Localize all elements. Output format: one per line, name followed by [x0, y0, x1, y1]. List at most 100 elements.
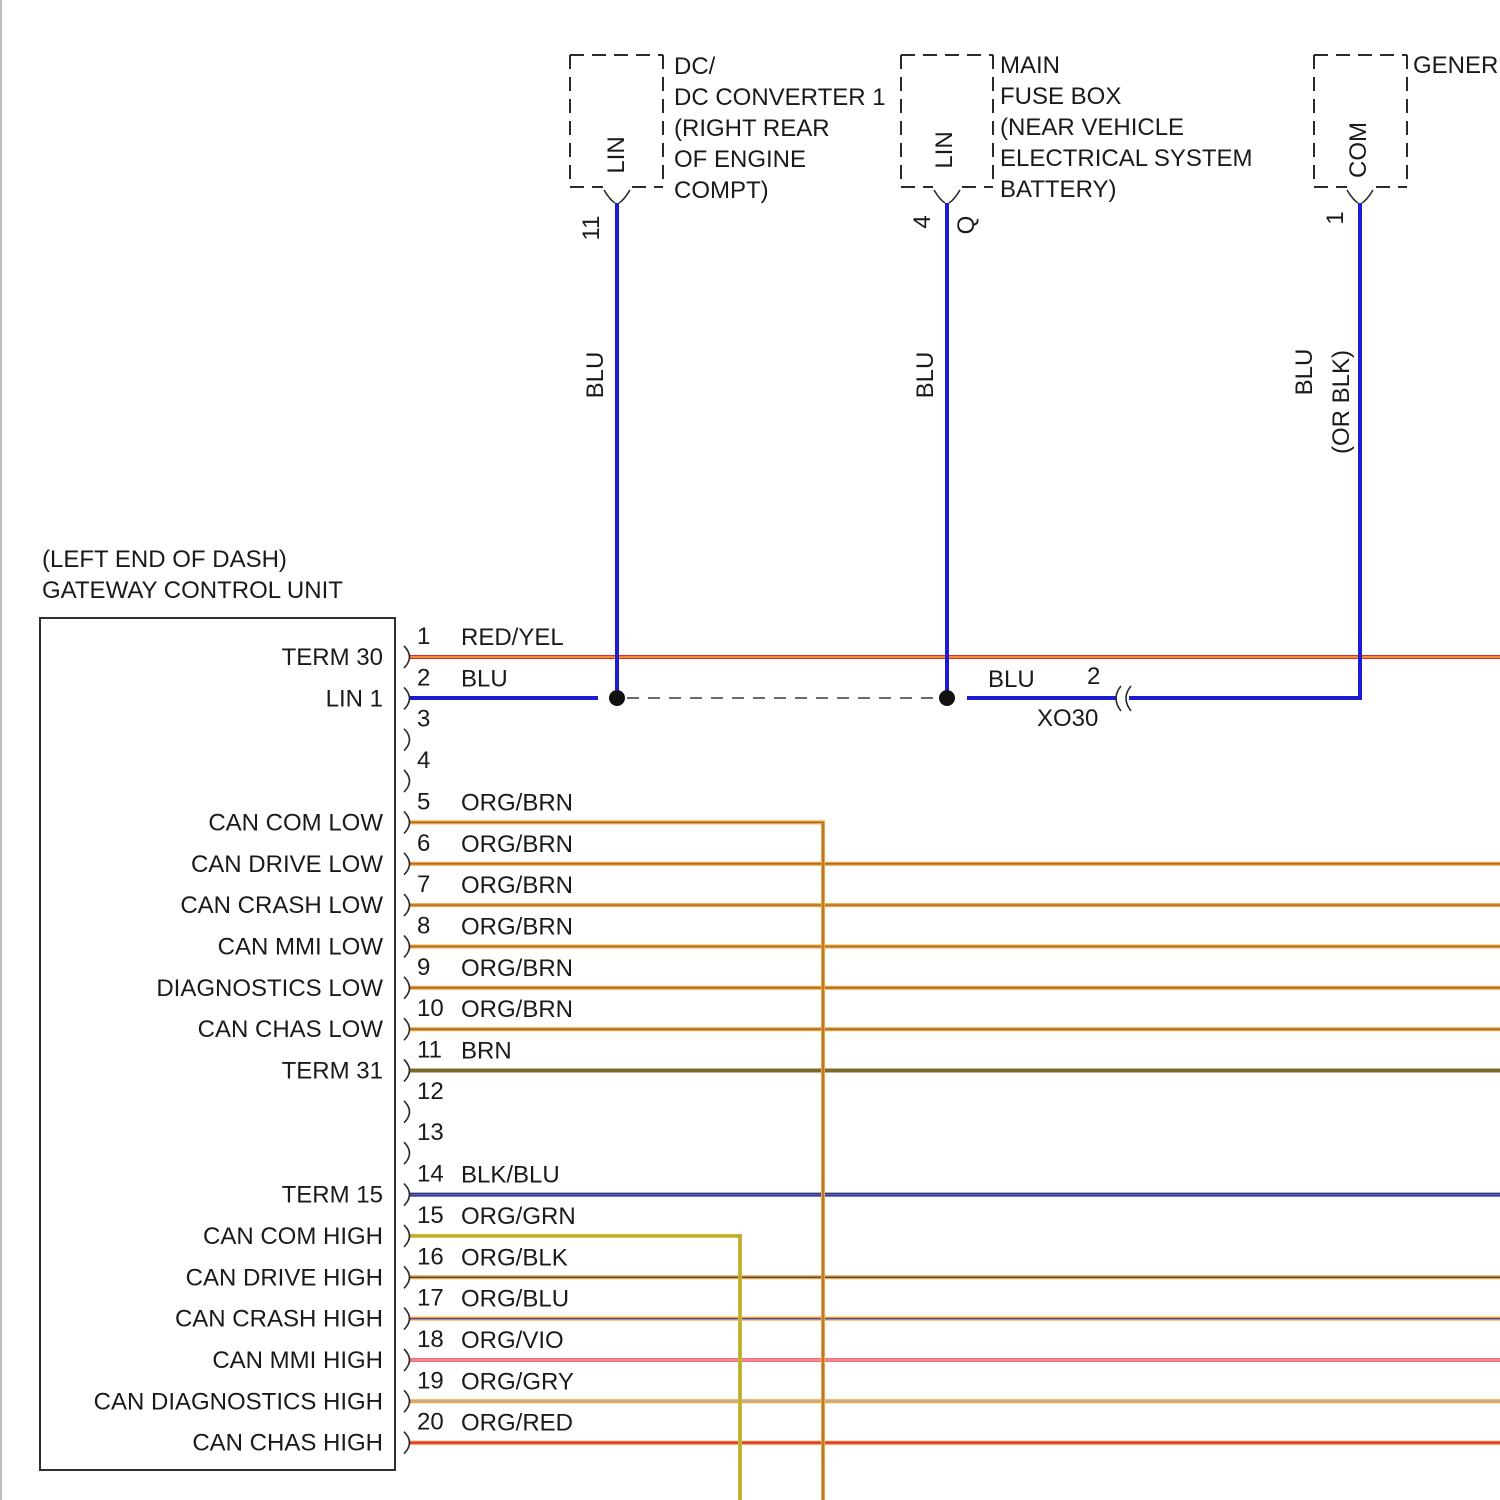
pin-11-terminal	[404, 1060, 410, 1082]
pin-16-terminal	[404, 1266, 410, 1288]
pin-4-terminal	[404, 770, 410, 792]
xo30-wire-color: BLU	[988, 666, 1035, 693]
dc-converter-label-line: DC CONVERTER 1	[674, 84, 886, 111]
pin-1-wire-color: RED/YEL	[461, 624, 564, 651]
pin-20-number: 20	[417, 1409, 444, 1436]
fuse-box-pin-function: LIN	[931, 131, 958, 168]
generator-label-line: GENER	[1413, 52, 1498, 79]
dc-converter-terminal	[604, 190, 630, 203]
dc-converter-wire-color: BLU	[582, 352, 609, 399]
pin-20-wire-color: ORG/RED	[461, 1410, 573, 1437]
pin-17-number: 17	[417, 1285, 444, 1312]
pin-6-number: 6	[417, 830, 430, 857]
pin-16-function: CAN DRIVE HIGH	[186, 1264, 383, 1291]
gateway-title: GATEWAY CONTROL UNIT	[42, 577, 343, 604]
pin-5-number: 5	[417, 788, 430, 815]
generator-com-wire	[1129, 203, 1360, 698]
pin-15-number: 15	[417, 1202, 444, 1229]
pin-8-wire-color: ORG/BRN	[461, 914, 573, 941]
fuse-box-label-line: (NEAR VEHICLE	[1000, 114, 1184, 141]
pin-9-function: DIAGNOSTICS LOW	[156, 975, 383, 1002]
pin-12-terminal	[404, 1101, 410, 1123]
pin-16-wire-color: ORG/BLK	[461, 1244, 568, 1271]
pin-18-number: 18	[417, 1326, 444, 1353]
dc-converter-pin-function: LIN	[603, 136, 630, 173]
pin-10-terminal	[404, 1018, 410, 1040]
fuse-box-pin-code: Q	[953, 216, 980, 235]
pin-4-number: 4	[417, 747, 430, 774]
pin-6-terminal	[404, 853, 410, 875]
pin-10-function: CAN CHAS LOW	[198, 1016, 384, 1043]
pin-13-terminal	[404, 1142, 410, 1164]
fuse-box-label-line: MAIN	[1000, 52, 1060, 79]
pin-2-wire-color: BLU	[461, 665, 508, 692]
pin-16-number: 16	[417, 1243, 444, 1270]
dc-converter-label-line: OF ENGINE	[674, 146, 806, 173]
fuse-box-wire-color: BLU	[912, 352, 939, 399]
fuse-box-terminal	[934, 190, 960, 203]
pin-17-terminal	[404, 1308, 410, 1330]
pin-6-wire-color: ORG/BRN	[461, 831, 573, 858]
pin-2-number: 2	[417, 664, 430, 691]
pin-9-number: 9	[417, 954, 430, 981]
generator-terminal	[1347, 190, 1373, 203]
pin-14-function: TERM 15	[282, 1182, 383, 1209]
pin-11-wire-color: BRN	[461, 1038, 512, 1065]
pin-15-function: CAN COM HIGH	[203, 1223, 383, 1250]
xo30-pin-number: 2	[1087, 663, 1100, 690]
generator-pin-function: COM	[1345, 122, 1372, 178]
pin-10-number: 10	[417, 995, 444, 1022]
pin-3-terminal	[404, 729, 410, 751]
fuse-box-pin-number: 4	[909, 215, 936, 228]
gateway-control-unit: (LEFT END OF DASH) GATEWAY CONTROL UNIT …	[40, 546, 576, 1470]
generator-wire-color-alt: (OR BLK)	[1328, 350, 1355, 454]
pin-13-number: 13	[417, 1119, 444, 1146]
pin-1-function: TERM 30	[282, 644, 383, 671]
pin-14-wire-color: BLK/BLU	[461, 1162, 560, 1189]
pin-7-function: CAN CRASH LOW	[180, 892, 383, 919]
pin-7-terminal	[404, 894, 410, 916]
pin-19-terminal	[404, 1390, 410, 1412]
main-fuse-box: LIN 4 Q MAIN FUSE BOX (NEAR VEHICLE ELEC…	[901, 52, 1253, 398]
pin-11-function: TERM 31	[282, 1058, 383, 1085]
pin-17-function: CAN CRASH HIGH	[175, 1306, 383, 1333]
pin-19-wire-color: ORG/GRY	[461, 1368, 574, 1395]
gateway-location: (LEFT END OF DASH)	[42, 546, 287, 573]
dc-converter-label-line: COMPT)	[674, 177, 769, 204]
pin-7-wire-color: ORG/BRN	[461, 872, 573, 899]
generator: COM 1 GENER BLU (OR BLK)	[1291, 52, 1498, 454]
pin-11-number: 11	[417, 1037, 442, 1064]
dc-converter-label-line: (RIGHT REAR	[674, 115, 830, 142]
pin-20-terminal	[404, 1432, 410, 1454]
pin-8-number: 8	[417, 913, 430, 940]
pin-19-number: 19	[417, 1367, 444, 1394]
pin-5-wire-color: ORG/BRN	[461, 789, 573, 816]
pin-10-wire-color: ORG/BRN	[461, 996, 573, 1023]
pin-7-number: 7	[417, 871, 430, 898]
pin-12-number: 12	[417, 1078, 444, 1105]
pin-8-function: CAN MMI LOW	[218, 934, 384, 961]
dc-converter-label-line: DC/	[674, 53, 716, 80]
fuse-box-label-line: ELECTRICAL SYSTEM	[1000, 145, 1253, 172]
pin-14-number: 14	[417, 1161, 444, 1188]
pin-1-terminal	[404, 646, 410, 668]
pin-6-function: CAN DRIVE LOW	[191, 851, 383, 878]
pin-8-terminal	[404, 936, 410, 958]
pin-18-terminal	[404, 1349, 410, 1371]
pin-18-function: CAN MMI HIGH	[212, 1347, 383, 1374]
pin-9-terminal	[404, 977, 410, 999]
pin-terminals	[404, 646, 410, 1454]
pin-17-wire-color: ORG/BLU	[461, 1286, 569, 1313]
splice-dot	[939, 690, 955, 706]
pin-9-wire-color: ORG/BRN	[461, 955, 573, 982]
pin-3-number: 3	[417, 706, 430, 733]
generator-pin-number: 1	[1322, 211, 1349, 224]
pin-20-function: CAN CHAS HIGH	[192, 1430, 383, 1457]
pin-5-function: CAN COM LOW	[208, 809, 383, 836]
generator-wire-color: BLU	[1291, 349, 1318, 396]
splice-dot	[609, 690, 625, 706]
pin-14-terminal	[404, 1184, 410, 1206]
pin-1-number: 1	[417, 623, 430, 650]
